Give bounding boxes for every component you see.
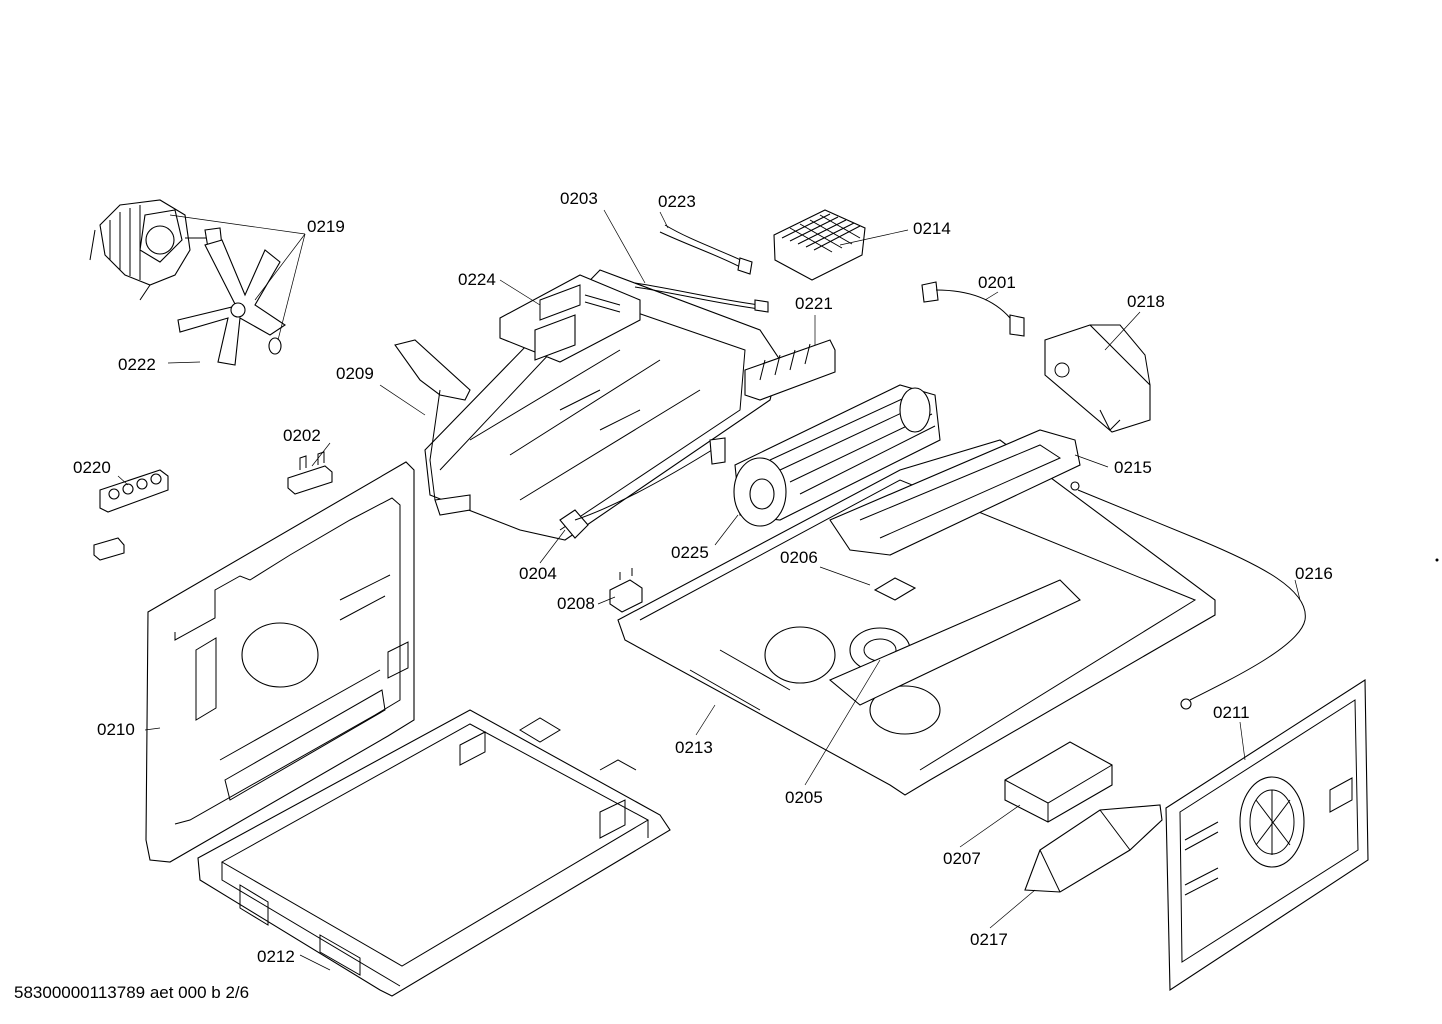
label-0210: 0210 [97, 720, 135, 739]
label-0219: 0219 [307, 217, 345, 236]
label-0211: 0211 [1213, 703, 1250, 722]
cable-part [659, 224, 753, 275]
label-0209: 0209 [336, 364, 374, 383]
label-0201: 0201 [978, 273, 1016, 292]
leader-lines [117, 209, 1301, 971]
side-panel-part [145, 461, 415, 863]
label-0208: 0208 [557, 594, 595, 613]
part-labels: 0219 0222 0220 0202 0209 0224 0203 0223 … [73, 189, 1333, 966]
fan-motor-part [89, 199, 223, 301]
wiring-harness-part [634, 282, 769, 313]
bracket-part [1044, 324, 1151, 433]
label-0204: 0204 [519, 564, 557, 583]
bottom-tray-part [197, 709, 671, 997]
label-0221: 0221 [795, 294, 833, 313]
label-0203: 0203 [560, 189, 598, 208]
fan-blade-part [177, 239, 286, 366]
duct-cover-part [829, 429, 1081, 556]
label-0223: 0223 [658, 192, 696, 211]
connector-strip-part [744, 339, 836, 401]
switch-part [609, 568, 643, 613]
label-0215: 0215 [1114, 458, 1152, 477]
connector-cable-part [921, 281, 1025, 337]
lamp-cable-part [559, 437, 726, 539]
label-0205: 0205 [785, 788, 823, 807]
label-0218: 0218 [1127, 292, 1165, 311]
relay-board-part [499, 274, 641, 363]
air-duct-part [1024, 804, 1163, 893]
label-0224: 0224 [458, 270, 496, 289]
base-plate-part [617, 439, 1216, 796]
label-0213: 0213 [675, 738, 713, 757]
label-0202: 0202 [283, 426, 321, 445]
label-0225: 0225 [671, 543, 709, 562]
label-0206: 0206 [780, 548, 818, 567]
label-0207: 0207 [943, 849, 981, 868]
terminal-block-part [93, 469, 169, 561]
tangential-fan-part [733, 384, 941, 527]
label-0222: 0222 [118, 355, 156, 374]
drawing-reference: 58300000113789 aet 000 b 2/6 [14, 983, 249, 1002]
stray-dot [1435, 558, 1439, 562]
label-0220: 0220 [73, 458, 111, 477]
heat-sink-part [773, 209, 866, 281]
mounting-frame-part [394, 269, 781, 541]
label-0216: 0216 [1295, 564, 1333, 583]
label-0214: 0214 [913, 219, 951, 238]
control-box-part [1004, 741, 1113, 823]
rear-panel-part [1165, 679, 1369, 992]
label-0212: 0212 [257, 947, 295, 966]
label-0217: 0217 [970, 930, 1008, 949]
sensor-probe-part [1070, 481, 1306, 710]
small-connector-part [287, 451, 333, 495]
